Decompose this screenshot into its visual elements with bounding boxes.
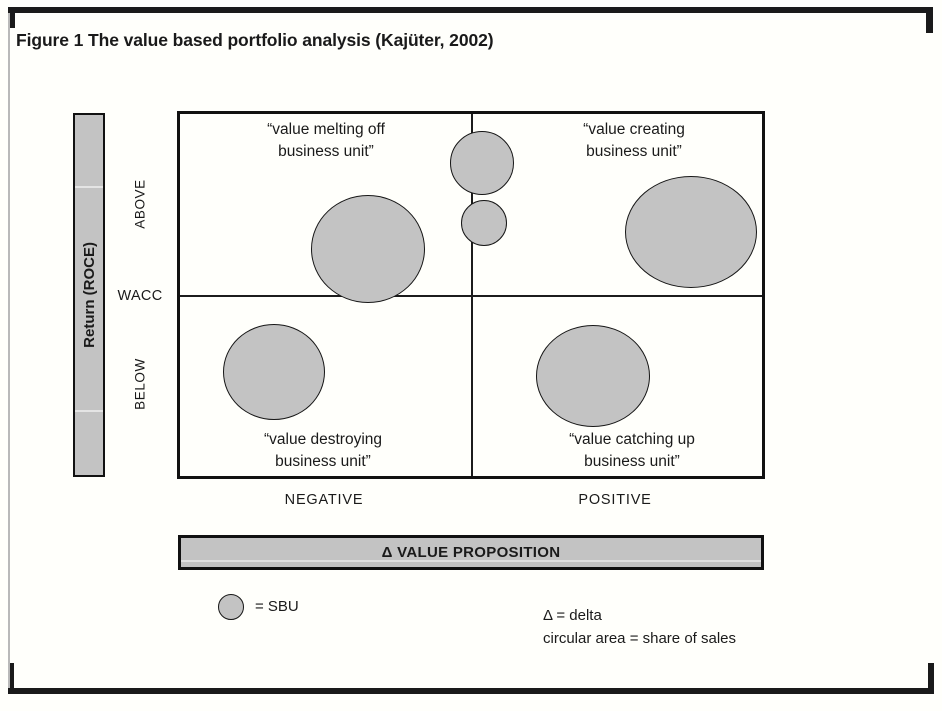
frame-bottom-left-corner — [8, 663, 14, 694]
legend-sbu-label: = SBU — [255, 598, 299, 615]
legend-delta-note: Δ = delta — [543, 607, 602, 624]
frame-top-left-corner — [8, 7, 15, 28]
quadrant-label-value-catching-up: “value catching up business unit” — [569, 431, 695, 470]
x-axis-title: Δ VALUE PROPOSITION — [381, 544, 561, 561]
wacc-horizontal-divider — [180, 295, 762, 297]
frame-top-right-corner — [926, 7, 933, 33]
figure-title: Figure 1 The value based portfolio analy… — [16, 30, 494, 50]
matrix-plot-area — [177, 111, 765, 479]
frame-bottom-border — [8, 688, 933, 694]
sbu-legend-circle-icon — [218, 594, 244, 620]
y-axis-title: Return (ROCE) — [80, 242, 98, 348]
quadrant-label-value-melting-off: “value melting off business unit” — [267, 121, 385, 160]
legend-area-note: circular area = share of sales — [543, 630, 737, 647]
x-axis-title-bar: Δ VALUE PROPOSITION — [178, 535, 764, 570]
quadrant-label-value-creating: “value creating business unit” — [583, 121, 685, 160]
x-axis-label-positive: POSITIVE — [578, 492, 652, 508]
frame-bottom-right-corner — [928, 663, 934, 694]
frame-top-border — [8, 7, 933, 13]
y-axis-label-above: ABOVE — [132, 179, 148, 229]
quadrant-label-value-destroying: “value destroying business unit” — [263, 431, 383, 470]
y-axis-label-threshold: WACC — [117, 288, 163, 304]
y-axis-title-bar: Return (ROCE) — [73, 113, 105, 477]
frame-left-border — [8, 13, 10, 688]
x-axis-label-negative: NEGATIVE — [284, 492, 364, 508]
y-axis-label-below: BELOW — [132, 358, 148, 410]
